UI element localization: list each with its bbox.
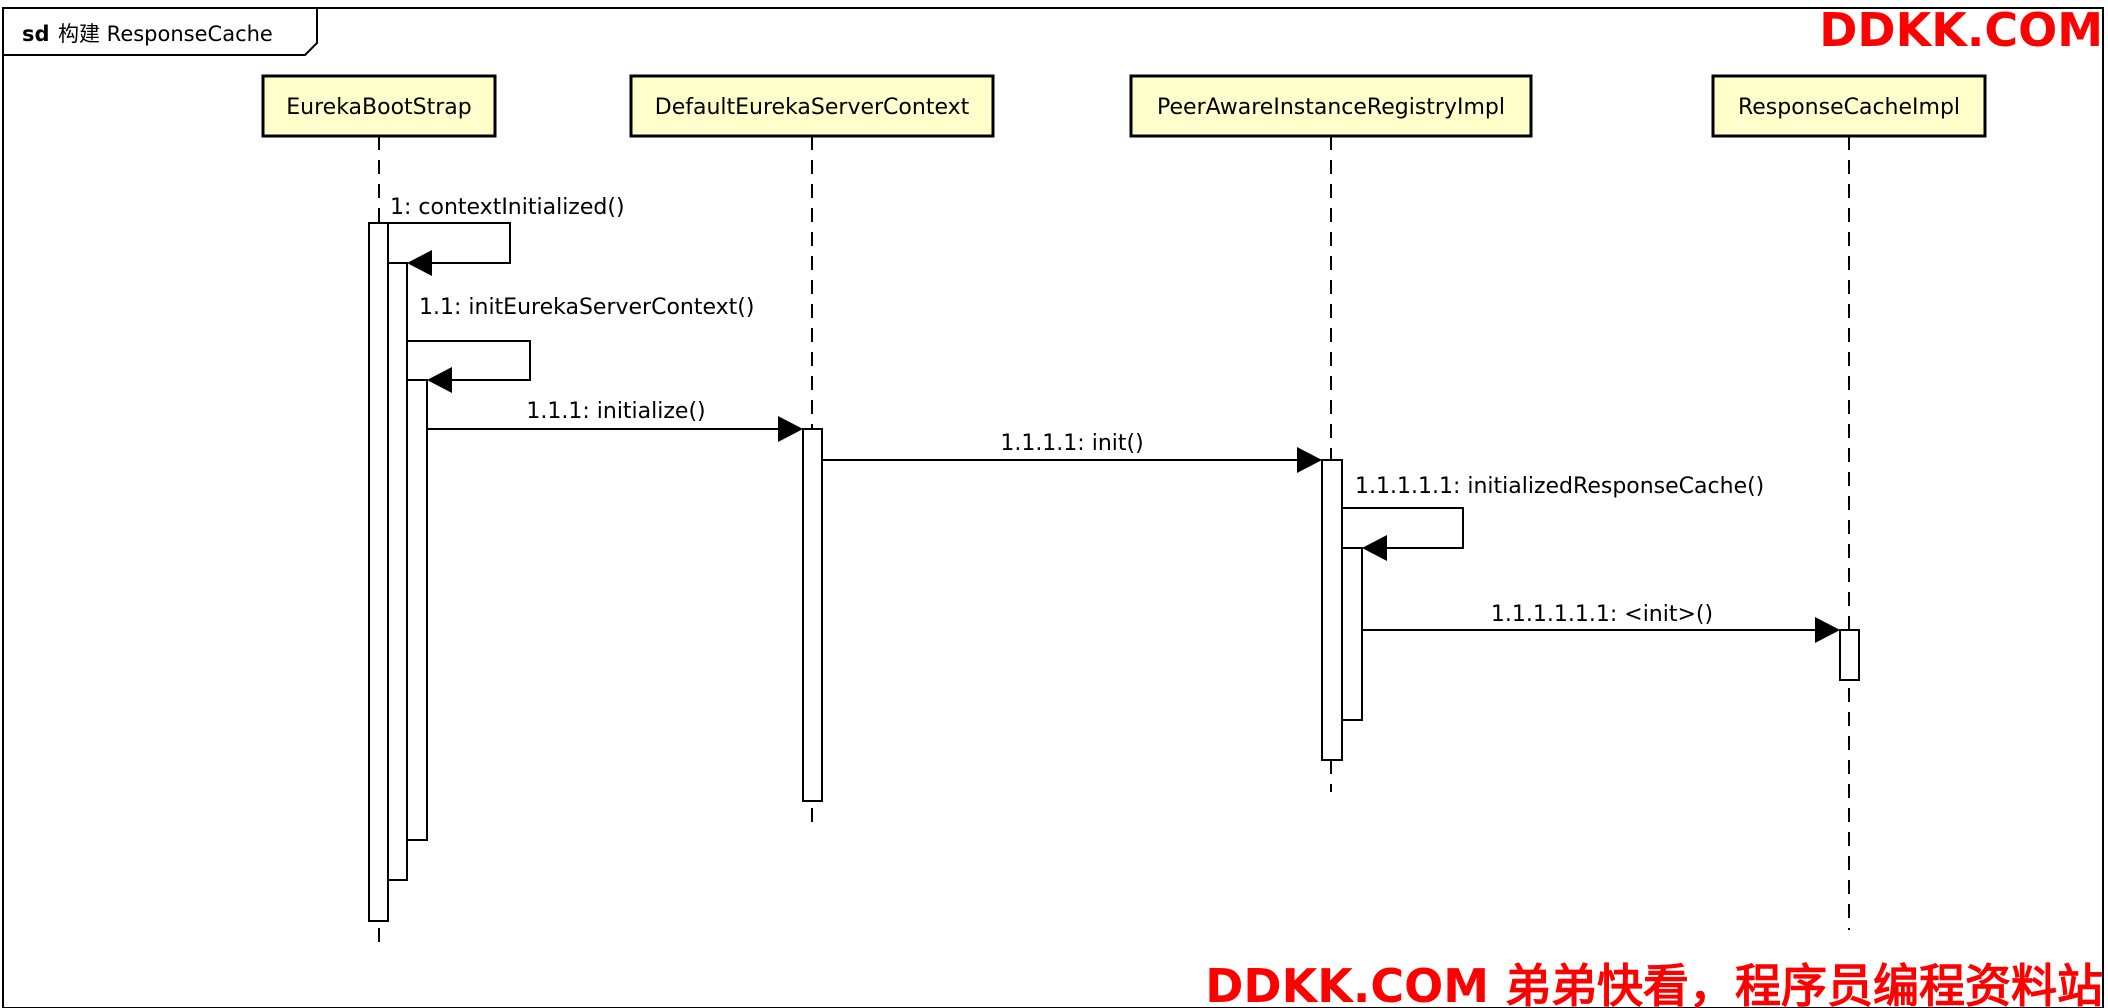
- lifeline-label: DefaultEurekaServerContext: [655, 95, 970, 120]
- message-1-1-1-1-1[interactable]: 1.1.1.1.1: initializedResponseCache(): [1342, 474, 1764, 561]
- message-label: 1: contextInitialized(): [390, 195, 625, 220]
- lifeline-label: PeerAwareInstanceRegistryImpl: [1157, 95, 1505, 120]
- lifeline-label: ResponseCacheImpl: [1738, 95, 1960, 120]
- message-label: 1.1.1.1.1: initializedResponseCache(): [1355, 474, 1764, 499]
- arrowhead: [427, 367, 452, 393]
- lifeline-default-eureka-server-context[interactable]: DefaultEurekaServerContext: [629, 74, 995, 138]
- message-1-1-1[interactable]: 1.1.1: initialize(): [427, 399, 803, 442]
- diagram-frame: [2, 7, 2104, 1008]
- message-label: 1.1.1.1: init(): [1000, 431, 1143, 456]
- activation-bar: [1341, 547, 1363, 721]
- message-1-1-1-1-1-1[interactable]: 1.1.1.1.1.1: <init>(): [1362, 602, 1840, 643]
- activation-bar: [368, 222, 389, 922]
- frame-name: 构建 ResponseCache: [58, 22, 273, 46]
- frame-keyword: sd: [22, 22, 50, 46]
- lifeline-label: EurekaBootStrap: [286, 95, 472, 120]
- message-1-1[interactable]: 1.1: initEurekaServerContext(): [407, 295, 754, 393]
- message-label: 1.1.1: initialize(): [526, 399, 705, 424]
- message-line: [1342, 507, 1464, 549]
- message-1-1-1-1[interactable]: 1.1.1.1: init(): [822, 431, 1322, 473]
- activation-bar: [802, 428, 823, 802]
- message-line: [388, 222, 511, 264]
- lifeline-peer-aware-instance-registry-impl[interactable]: PeerAwareInstanceRegistryImpl: [1129, 74, 1533, 138]
- arrowhead: [407, 250, 432, 276]
- arrowhead: [1362, 535, 1387, 561]
- message-label: 1.1: initEurekaServerContext(): [419, 295, 754, 320]
- frame-tab: [3, 8, 318, 56]
- activation-bar: [1321, 459, 1343, 761]
- arrowhead: [778, 416, 803, 442]
- message-1[interactable]: 1: contextInitialized(): [388, 195, 625, 276]
- arrowhead: [1815, 617, 1840, 643]
- activation-bar: [1839, 629, 1860, 681]
- lifeline-eureka-bootstrap[interactable]: EurekaBootStrap: [261, 74, 497, 138]
- message-label: 1.1.1.1.1.1: <init>(): [1491, 602, 1713, 627]
- arrowhead: [1297, 447, 1322, 473]
- lifeline-response-cache-impl[interactable]: ResponseCacheImpl: [1711, 74, 1987, 138]
- activation-bar: [387, 262, 408, 881]
- watermark-bottom: DDKK.COM 弟弟快看，程序员编程资料站: [1205, 959, 2103, 1008]
- activation-bar: [406, 379, 428, 841]
- lifeline-head: [629, 74, 995, 138]
- watermark-top: DDKK.COM: [1819, 3, 2103, 57]
- message-line: [407, 340, 531, 381]
